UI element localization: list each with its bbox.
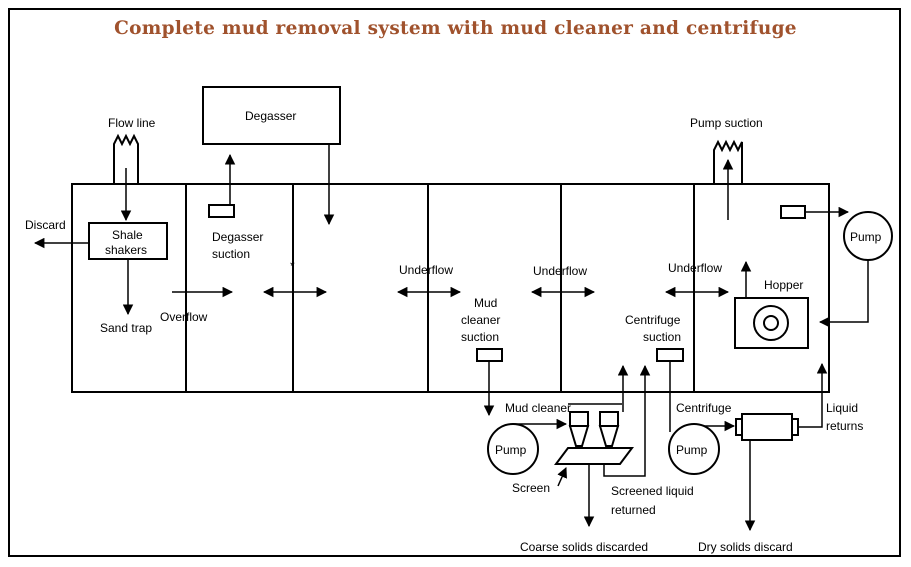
degasser-suction-label-1: Degasser [212,230,263,244]
pump-suction-unit: Pump suction Pump Hopper [690,116,893,349]
underflow-label-3: Underflow [668,261,722,275]
underflows: Underflow Underflow Underflow [396,261,730,298]
mud-cleaner-suction-label-2: cleaner [461,313,500,327]
pump-suction-label: Pump suction [690,116,763,130]
degasser-unit: Degasser Degasser suction * [202,86,341,298]
dry-solids-label: Dry solids discard [698,540,793,554]
hopper-pump-label: Pump [850,230,882,244]
mud-cleaner-suction-label-1: Mud [474,296,497,310]
sand-trap-label: Sand trap [100,321,152,335]
tank-outline [71,183,830,393]
screen-pointer [557,467,567,487]
centrifuge-label: Centrifuge [676,401,732,415]
pump-suction-pipe [713,139,743,184]
pump-to-hopper-arrow [818,260,869,328]
hydrocyclone-1-top [569,411,589,427]
hydrocyclone-2-top [599,411,619,427]
overflow-label: Overflow [160,310,208,324]
screen-label: Screen [512,481,550,495]
coarse-solids-label: Coarse solids discarded [520,540,648,554]
screened-liquid-label-2: returned [611,503,656,517]
discard-label: Discard [25,218,66,232]
overflow: Overflow [160,286,234,324]
flow-line-intake: Flow line [108,116,156,222]
centrifuge-pump-circle [668,423,720,475]
mud-cleaner-suction-inlet [476,348,503,362]
underflow-label-2: Underflow [533,264,587,278]
asterisk-label: * [290,259,295,273]
centrifuge-suction-label-1: Centrifuge [625,313,681,327]
liquid-returns-arrow [798,362,828,428]
centrifuge-unit: Centrifuge suction Pump Centrifuge Liqui… [625,313,863,554]
mud-cleaner-label: Mud cleaner [505,401,571,415]
screen-deck [554,447,634,465]
centrifuge-body [741,413,793,441]
hydrocyclone-2-cone [598,425,620,447]
centrifuge-right-cap [791,418,799,436]
underflow-label-1: Underflow [399,263,453,277]
centrifuge-suction-label-2: suction [643,330,681,344]
shale-shakers: Shale shakers Discard Sand trap [25,218,168,335]
liquid-returns-label-2: returns [826,419,863,433]
flow-line-pipe [113,133,139,184]
centrifuge-pump-label: Pump [676,443,708,457]
degasser-suction-label-2: suction [212,247,250,261]
mud-cleaner-pump-label: Pump [495,443,527,457]
hopper-suction-inlet [780,205,806,219]
flow-line-label: Flow line [108,116,156,130]
screened-liquid-label-1: Screened liquid [611,484,694,498]
diagram-frame [8,8,901,557]
mud-cleaner-unit: Mud cleaner suction Pump Mud cleaner Scr… [461,296,694,554]
mud-cleaner-suction-label-3: suction [461,330,499,344]
hydrocyclone-1-cone [568,425,590,447]
mud-tank [71,183,830,393]
centrifuge-suction-inlet [656,348,684,362]
shale-shakers-label-2: shakers [105,243,147,257]
degasser-box [202,86,341,145]
hopper-inner-ring [763,315,779,331]
degasser-label: Degasser [245,109,296,123]
screened-liquid-arrow [603,364,651,477]
liquid-returns-label-1: Liquid [826,401,858,415]
diagram-title: Complete mud removal system with mud cle… [114,18,797,39]
hopper-label: Hopper [764,278,803,292]
degasser-suction-inlet [208,204,235,218]
shale-shakers-label-1: Shale [112,228,143,242]
shale-shakers-box [88,222,168,260]
